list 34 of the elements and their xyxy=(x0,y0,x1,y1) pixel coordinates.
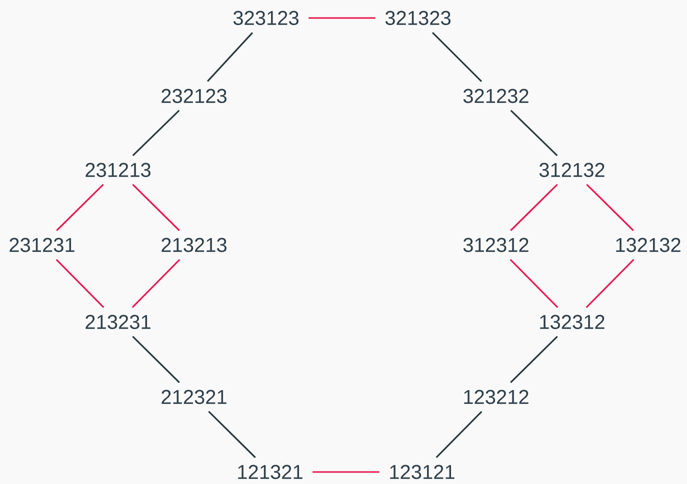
connector-line xyxy=(510,336,558,384)
connector-line xyxy=(586,258,634,308)
node-label: 231213 xyxy=(86,162,150,178)
connector-line xyxy=(206,32,254,82)
connector-line xyxy=(132,110,180,156)
connector-line xyxy=(510,110,558,156)
connector-line xyxy=(510,184,558,232)
node-label: 213231 xyxy=(86,314,150,330)
node-label: 232123 xyxy=(162,88,226,104)
connector-line xyxy=(132,258,180,308)
node-label: 312312 xyxy=(463,238,528,252)
connector-line xyxy=(586,184,634,232)
connector-line xyxy=(208,410,256,458)
connector-line xyxy=(132,184,180,232)
connector-line xyxy=(432,32,482,82)
node-label: 312132 xyxy=(539,162,604,178)
node-label: 123212 xyxy=(464,390,528,404)
node-label: 121321 xyxy=(238,464,302,480)
connector-line xyxy=(132,336,180,384)
connector-line xyxy=(56,258,104,308)
node-label: 231231 xyxy=(10,238,74,252)
node-label: 321323 xyxy=(385,10,450,26)
connector-line xyxy=(308,17,376,19)
node-label: 132312 xyxy=(540,314,604,330)
node-label: 132132 xyxy=(616,238,680,252)
connector-line xyxy=(312,471,380,473)
node-label: 213213 xyxy=(162,238,226,252)
node-label: 123121 xyxy=(390,464,454,480)
connector-line xyxy=(436,410,482,458)
connector-line xyxy=(56,184,104,232)
node-label: 323123 xyxy=(233,10,298,26)
node-label: 212321 xyxy=(162,390,226,404)
node-label: 321232 xyxy=(463,88,528,104)
connector-line xyxy=(510,258,558,308)
